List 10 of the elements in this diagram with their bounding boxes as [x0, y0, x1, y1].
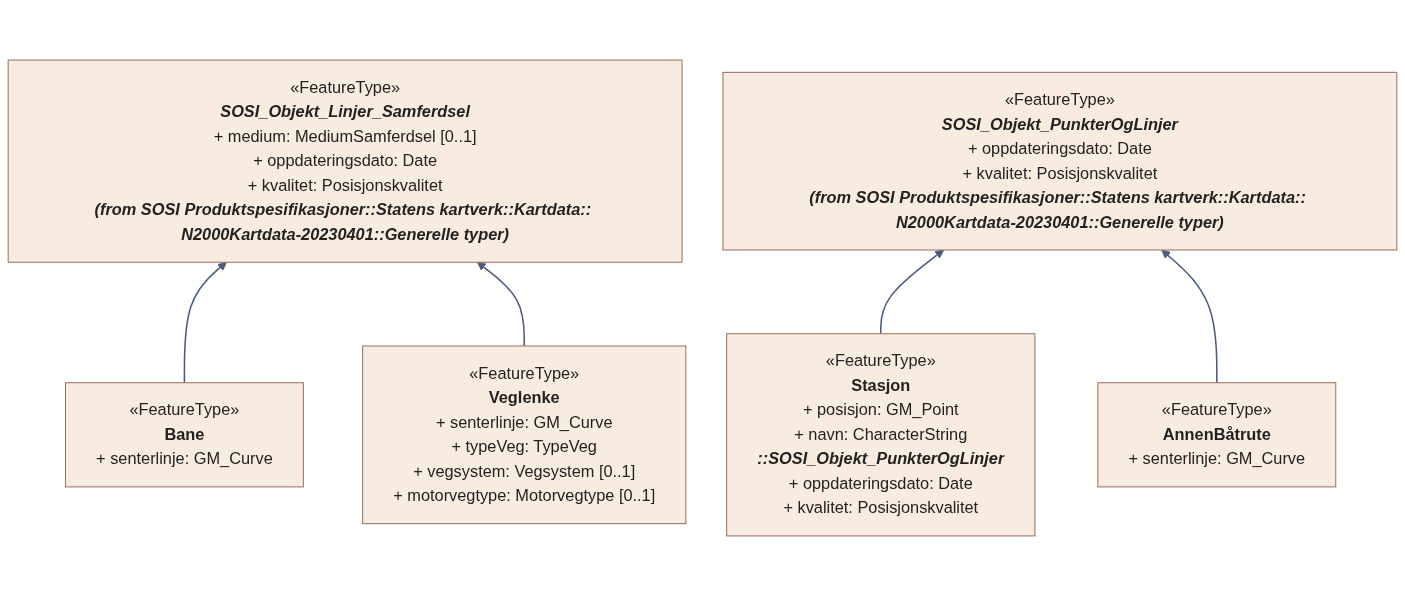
node-box: «FeatureType» Veglenke + senterlinje: GM_Curve + typeVeg: TypeVeg + vegsystem: Vegsystem [0..1] + motorvegtype: Motorvegtype [0..1]	[362, 345, 687, 525]
arrow	[880, 249, 944, 335]
arrow	[183, 261, 227, 384]
node-box: «FeatureType» SOSI_Objekt_Linjer_Samferdsel + medium: MediumSamferdsel [0..1] + oppdateringsdato: Date + kvalitet: Posisjonskvalitet (from SOSI Produktspesifikasjoner::Statens kartverk::Kartdata:: N2000Kartdata-20230401::Generelle typer)	[7, 59, 683, 263]
node-box: «FeatureType» SOSI_Objekt_PunkterOgLinjer + oppdateringsdato: Date + kvalitet: Posisjonskvalitet (from SOSI Produktspesifikasjoner::Statens kartverk::Kartdata:: N2000Kartdata-20230401::Generelle typer)	[722, 71, 1398, 251]
arrow	[1161, 249, 1218, 384]
node-box: «FeatureType» Bane + senterlinje: GM_Curve	[64, 382, 304, 488]
node-box: «FeatureType» Stasjon + posisjon: GM_Point + navn: CharacterString ::SOSI_Objekt_PunkterOgLinjer + oppdateringsdato: Date + kvalitet: Posisjonskvalitet	[726, 333, 1036, 537]
node-box: «FeatureType» AnnenBåtrute + senterlinje: GM_Curve	[1097, 382, 1337, 488]
arrow	[477, 261, 525, 347]
